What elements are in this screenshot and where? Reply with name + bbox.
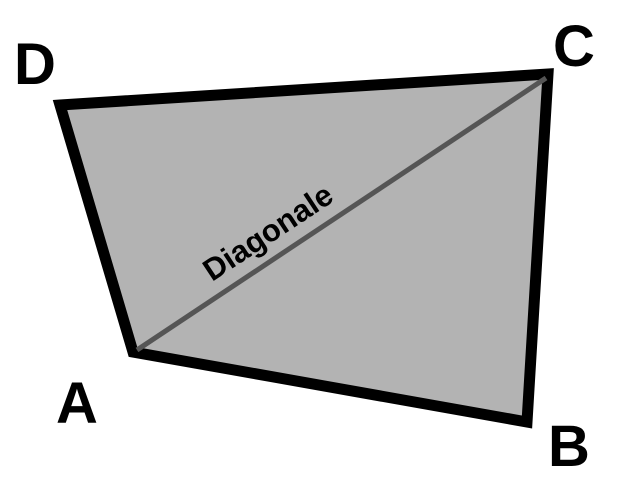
vertex-label-d: D: [14, 32, 56, 97]
quadrilateral-abcd: [52, 68, 554, 429]
diagonal-ac: [135, 75, 548, 353]
vertex-label-b: B: [548, 414, 590, 479]
vertex-label-c: C: [553, 14, 595, 79]
vertex-label-a: A: [56, 371, 98, 436]
